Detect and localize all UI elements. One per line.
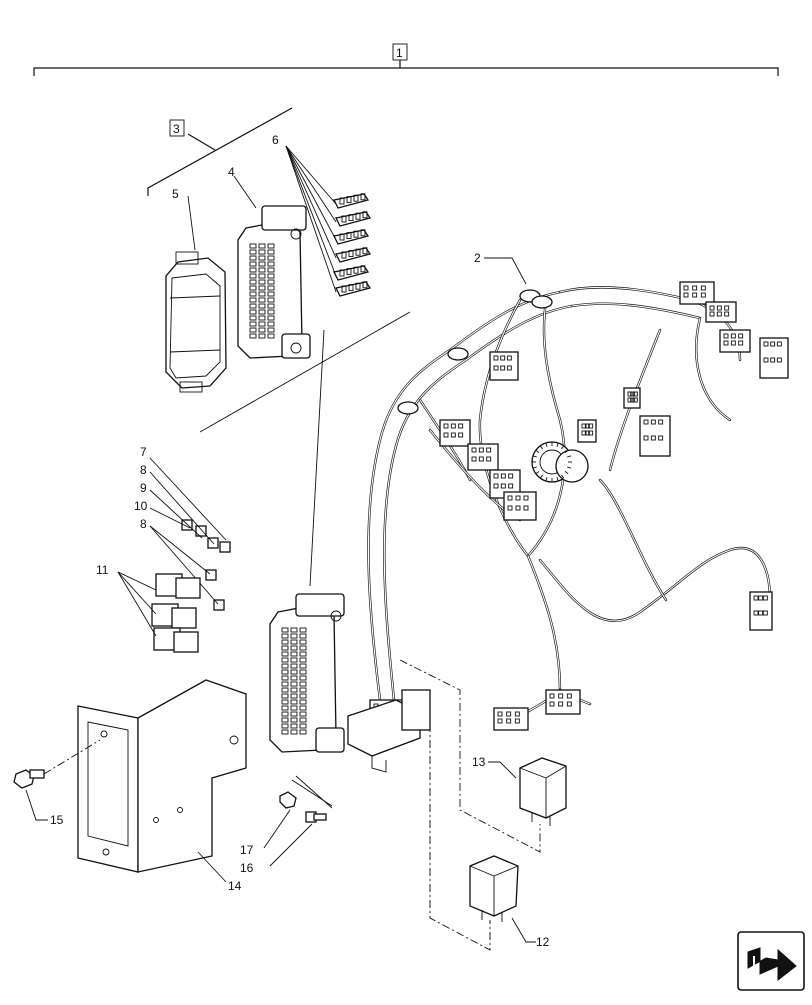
wire-harness: 2 bbox=[347, 251, 789, 773]
callout-15: 15 bbox=[50, 813, 64, 827]
callout-12: 12 bbox=[536, 935, 550, 949]
callout-16: 16 bbox=[240, 861, 254, 875]
multi-pin-connector-upper: 4 bbox=[228, 165, 311, 359]
mounting-bracket: 14 bbox=[77, 679, 247, 893]
next-page-arrow-icon[interactable] bbox=[737, 931, 805, 991]
callout-6: 6 bbox=[272, 133, 279, 147]
callout-7: 7 bbox=[140, 445, 147, 459]
nut-and-screw: 17 16 bbox=[240, 775, 333, 875]
callout-3: 3 bbox=[173, 122, 180, 136]
callout-9: 9 bbox=[140, 481, 147, 495]
relay-13: 13 bbox=[472, 755, 567, 826]
fuse-clips: 7 8 9 10 8 bbox=[134, 445, 231, 611]
callout-13: 13 bbox=[472, 755, 486, 769]
callout-11: 11 bbox=[96, 563, 109, 577]
bolt: 15 bbox=[13, 739, 101, 827]
relay-12: 12 bbox=[469, 855, 550, 949]
subassembly-bracket: 3 bbox=[147, 107, 293, 196]
terminal-set: 6 bbox=[272, 133, 372, 297]
callout-1: 1 bbox=[396, 46, 403, 60]
callout-4: 4 bbox=[228, 165, 235, 179]
connector-cover: 5 bbox=[165, 187, 227, 393]
relay-set: 11 bbox=[96, 563, 201, 653]
callout-10: 10 bbox=[134, 499, 148, 513]
multi-pin-connector-lower bbox=[269, 593, 345, 753]
assembly-bracket: 1 bbox=[33, 43, 779, 76]
callout-17: 17 bbox=[240, 843, 254, 857]
callout-2: 2 bbox=[474, 251, 481, 265]
callout-8-upper: 8 bbox=[140, 463, 147, 477]
callout-8-lower: 8 bbox=[140, 517, 147, 531]
callout-14: 14 bbox=[228, 879, 242, 893]
callout-5: 5 bbox=[172, 187, 179, 201]
